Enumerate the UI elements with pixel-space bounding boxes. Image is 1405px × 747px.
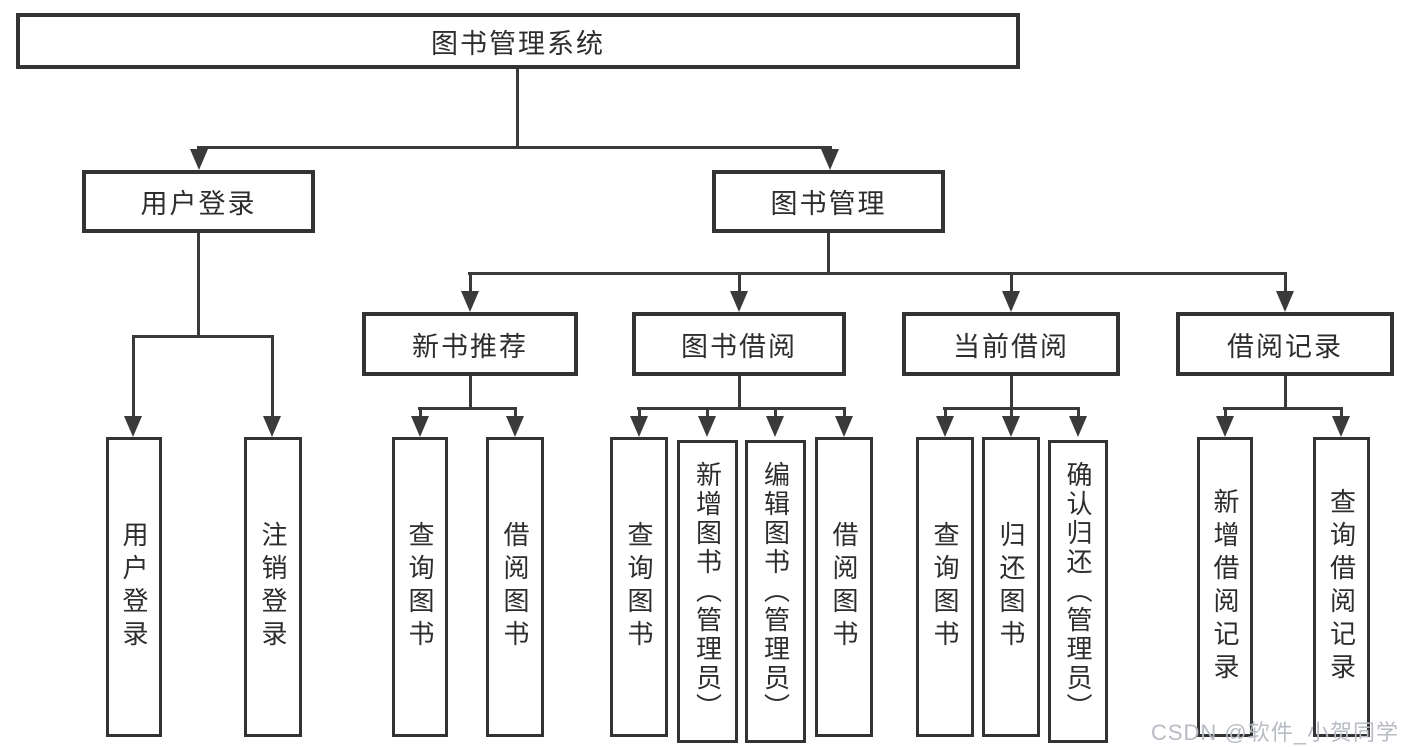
connector-line xyxy=(1077,407,1080,419)
node-label: 归还图书 xyxy=(996,521,1026,653)
connector-line xyxy=(271,335,274,419)
node-label: 用户登录 xyxy=(119,521,149,653)
arrow-down-icon xyxy=(263,416,281,437)
leaf-borrow-books-2: 借阅图书 xyxy=(815,437,873,737)
connector-line xyxy=(944,407,947,419)
node-label: 确认归还（管理员） xyxy=(1063,461,1093,722)
node-label: 图书管理系统 xyxy=(431,28,605,59)
leaf-edit-book-admin: 编辑图书（管理员） xyxy=(745,440,806,743)
leaf-user-login: 用户登录 xyxy=(106,437,162,737)
connector-line xyxy=(637,407,845,410)
connector-line xyxy=(469,272,472,294)
arrow-down-icon xyxy=(461,291,479,312)
node-label: 查询图书 xyxy=(624,521,654,653)
connector-line xyxy=(1010,272,1013,294)
connector-line xyxy=(516,69,519,146)
connector-line xyxy=(827,233,830,272)
arrow-down-icon xyxy=(630,416,648,437)
connector-line xyxy=(706,407,709,419)
node-label: 用户登录 xyxy=(140,189,257,219)
leaf-query-borrow-record: 查询借阅记录 xyxy=(1313,437,1370,737)
connector-line xyxy=(774,407,777,419)
leaf-logout: 注销登录 xyxy=(244,437,302,737)
leaf-query-books-2: 查询图书 xyxy=(610,437,668,737)
arrow-down-icon xyxy=(766,416,784,437)
arrow-down-icon xyxy=(698,416,716,437)
node-label: 查询图书 xyxy=(930,521,960,653)
connector-line xyxy=(1223,407,1342,410)
connector-line xyxy=(197,146,832,149)
node-label: 新增借阅记录 xyxy=(1210,488,1240,686)
node-label: 借阅图书 xyxy=(500,521,530,653)
node-book-management: 图书管理 xyxy=(712,170,945,233)
connector-line xyxy=(738,272,741,294)
leaf-add-book-admin: 新增图书（管理员） xyxy=(677,440,738,743)
connector-line xyxy=(197,233,200,335)
connector-line xyxy=(418,407,516,410)
arrow-down-icon xyxy=(190,149,208,170)
connector-line xyxy=(132,335,135,419)
arrow-down-icon xyxy=(835,416,853,437)
arrow-down-icon xyxy=(730,291,748,312)
connector-line xyxy=(738,376,741,407)
node-label: 当前借阅 xyxy=(953,331,1069,362)
node-current-borrow: 当前借阅 xyxy=(902,312,1120,376)
connector-line xyxy=(468,272,1287,275)
node-book-borrow: 图书借阅 xyxy=(632,312,846,376)
node-label: 图书借阅 xyxy=(681,331,797,362)
connector-line xyxy=(638,407,641,419)
arrow-down-icon xyxy=(1002,416,1020,437)
arrow-down-icon xyxy=(124,416,142,437)
arrow-down-icon xyxy=(1332,416,1350,437)
node-borrow-records: 借阅记录 xyxy=(1176,312,1394,376)
node-label: 查询图书 xyxy=(405,521,435,653)
connector-line xyxy=(1010,376,1013,407)
connector-line xyxy=(132,335,274,338)
connector-line xyxy=(1284,272,1287,294)
node-label: 图书管理 xyxy=(770,189,887,219)
node-label: 查询借阅记录 xyxy=(1326,488,1357,686)
node-label: 编辑图书（管理员） xyxy=(760,461,791,722)
node-label: 新增图书（管理员） xyxy=(692,461,723,722)
arrow-down-icon xyxy=(1216,416,1234,437)
node-book-management-system: 图书管理系统 xyxy=(16,13,1020,69)
node-label: 借阅记录 xyxy=(1227,331,1343,362)
node-label: 新书推荐 xyxy=(412,331,528,362)
arrow-down-icon xyxy=(1002,291,1020,312)
node-new-book-recommend: 新书推荐 xyxy=(362,312,578,376)
node-label: 注销登录 xyxy=(258,521,288,653)
watermark: CSDN @软件_小贺同学 xyxy=(1150,720,1399,745)
connector-line xyxy=(469,376,472,407)
connector-line xyxy=(419,407,422,419)
arrow-down-icon xyxy=(411,416,429,437)
arrow-down-icon xyxy=(1276,291,1294,312)
connector-line xyxy=(1284,376,1287,407)
leaf-return-books: 归还图书 xyxy=(982,437,1040,737)
leaf-borrow-books-1: 借阅图书 xyxy=(486,437,544,737)
leaf-confirm-return-admin: 确认归还（管理员） xyxy=(1048,440,1108,743)
arrow-down-icon xyxy=(821,149,839,170)
arrow-down-icon xyxy=(936,416,954,437)
connector-line xyxy=(514,407,517,419)
connector-line xyxy=(1340,407,1343,419)
connector-line xyxy=(843,407,846,419)
connector-line xyxy=(1224,407,1227,419)
node-user-login: 用户登录 xyxy=(82,170,315,233)
arrow-down-icon xyxy=(506,416,524,437)
connector-line xyxy=(1010,407,1013,419)
leaf-query-books-1: 查询图书 xyxy=(392,437,448,737)
leaf-add-borrow-record: 新增借阅记录 xyxy=(1197,437,1253,737)
leaf-query-books-3: 查询图书 xyxy=(916,437,974,737)
node-label: 借阅图书 xyxy=(829,521,859,653)
arrow-down-icon xyxy=(1069,416,1087,437)
